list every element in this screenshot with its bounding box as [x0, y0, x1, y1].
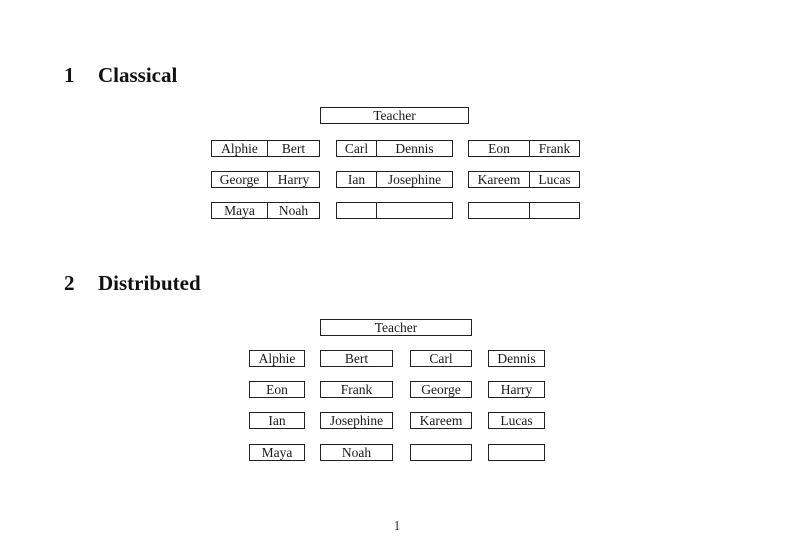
section-number: 1: [64, 63, 75, 87]
seat-box: [488, 444, 545, 461]
seat-cell: Ian: [337, 172, 377, 187]
desk: [468, 202, 580, 219]
teacher-box: Teacher: [320, 319, 472, 336]
desk: Alphie Bert: [211, 140, 320, 157]
desk: Kareem Lucas: [468, 171, 580, 188]
section-heading-classical: 1 Classical: [64, 63, 177, 87]
desk: Eon Frank: [468, 140, 580, 157]
seat-cell: Dennis: [395, 141, 434, 156]
seat-box: Josephine: [320, 412, 393, 429]
page-number: 1: [393, 518, 401, 533]
seat-box: [410, 444, 472, 461]
seat-box: Maya: [249, 444, 305, 461]
seat-box: Eon: [249, 381, 305, 398]
section-title: Distributed: [98, 271, 201, 295]
desk: George Harry: [211, 171, 320, 188]
seat-box: Alphie: [249, 350, 305, 367]
seat-box: Lucas: [488, 412, 545, 429]
seat-cell: George: [212, 172, 268, 187]
seat-cell: Alphie: [212, 141, 268, 156]
section-heading-distributed: 2 Distributed: [64, 271, 201, 295]
seat-cell: Josephine: [387, 172, 442, 187]
seat-box: Ian: [249, 412, 305, 429]
desk: Maya Noah: [211, 202, 320, 219]
seat-cell: Kareem: [469, 172, 530, 187]
seat-box: George: [410, 381, 472, 398]
seat-box: Bert: [320, 350, 393, 367]
seat-cell: [377, 203, 452, 218]
seat-cell: Noah: [278, 203, 309, 218]
section-title: Classical: [98, 63, 178, 87]
section-number: 2: [64, 271, 75, 295]
seat-cell: Frank: [538, 141, 571, 156]
desk: [336, 202, 453, 219]
seat-box: Dennis: [488, 350, 545, 367]
desk: Carl Dennis: [336, 140, 453, 157]
seat-box: Harry: [488, 381, 545, 398]
seat-cell: [337, 203, 377, 218]
seat-cell: [530, 203, 579, 218]
seat-cell: Lucas: [538, 172, 571, 187]
seat-cell: Harry: [277, 172, 310, 187]
seat-cell: Bert: [281, 141, 306, 156]
seat-cell: Maya: [212, 203, 268, 218]
seat-box: Carl: [410, 350, 472, 367]
seat-box: Noah: [320, 444, 393, 461]
seat-cell: [469, 203, 530, 218]
seat-box: Kareem: [410, 412, 472, 429]
teacher-box: Teacher: [320, 107, 469, 124]
desk: Ian Josephine: [336, 171, 453, 188]
seat-box: Frank: [320, 381, 393, 398]
seat-cell: Carl: [337, 141, 377, 156]
seat-cell: Eon: [469, 141, 530, 156]
